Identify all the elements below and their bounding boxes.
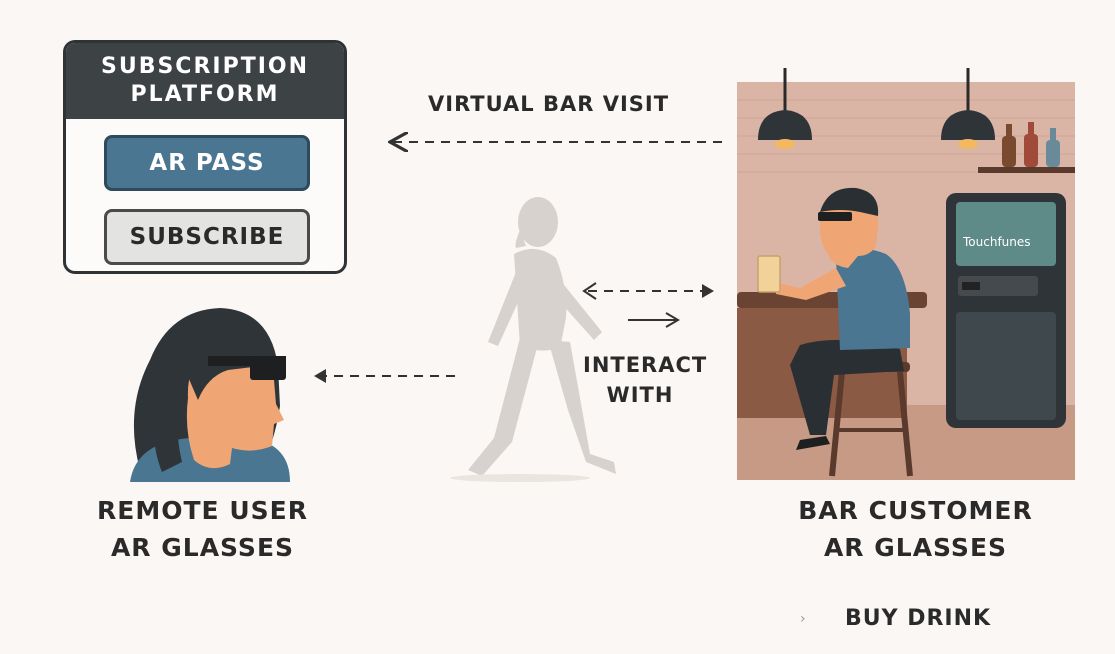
remote-user-label: REMOTE USER AR GLASSES (97, 496, 308, 562)
subscription-platform-card: SUBSCRIPTION PLATFORM AR PASS SUBSCRIBE (63, 40, 347, 274)
bar-scene: Touchfunes (737, 68, 1075, 480)
remote-user-figure (130, 308, 290, 482)
virtual-visitor-silhouette (450, 197, 616, 482)
virtual-bar-visit-label: VIRTUAL BAR VISIT (428, 92, 670, 116)
buy-drink-label: BUY DRINK (845, 606, 992, 631)
buy-drink-marker: › (800, 611, 806, 627)
interact-with-label: INTERACT WITH (583, 353, 708, 407)
interaction-double-arrow (582, 282, 714, 300)
bar-customer-label: BAR CUSTOMER AR GLASSES (798, 496, 1033, 562)
subscribe-button[interactable]: SUBSCRIBE (104, 209, 310, 265)
to-remote-user-arrow (314, 369, 455, 383)
platform-title: SUBSCRIPTION PLATFORM (66, 43, 344, 119)
jukebox-brand-text: Touchfunes (962, 235, 1031, 249)
ar-pass-button[interactable]: AR PASS (104, 135, 310, 191)
short-arrow (628, 312, 680, 328)
